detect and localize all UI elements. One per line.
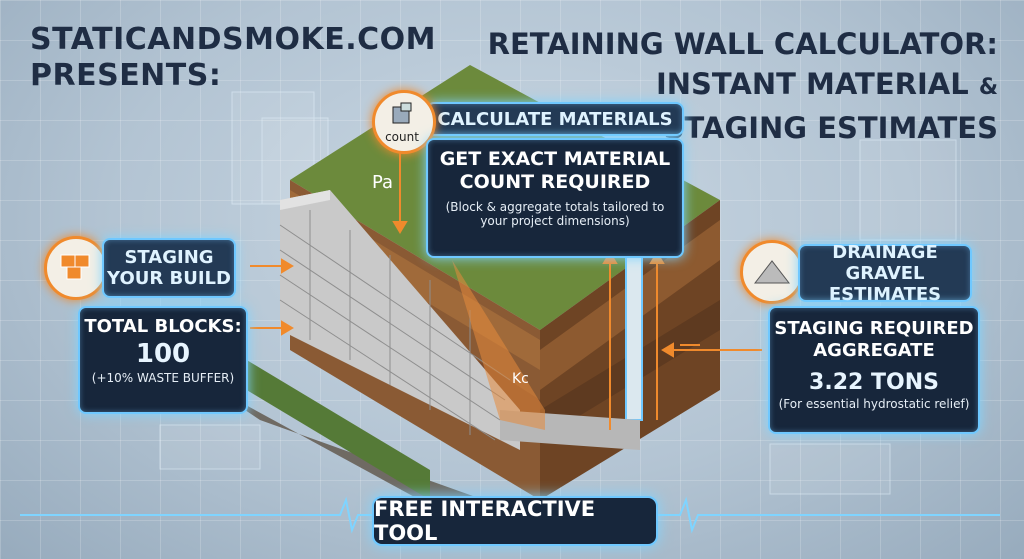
- aggregate-label-2: AGGREGATE: [813, 340, 935, 361]
- total-blocks-value: 100: [135, 339, 191, 369]
- drainage-gravel-header: DRAINAGE GRAVEL ESTIMATES: [798, 242, 972, 305]
- aggregate-label-1: STAGING REQUIRED: [774, 318, 974, 339]
- gravel-icon: [740, 240, 804, 304]
- title-line-2: INSTANT MATERIAL &: [655, 67, 998, 101]
- free-tool-button[interactable]: FREE INTERACTIVE TOOL: [372, 496, 658, 546]
- aggregate-panel: STAGING REQUIRED AGGREGATE 3.22 TONS (Fo…: [768, 306, 980, 434]
- count-icon-label: count: [385, 130, 419, 144]
- waste-buffer-note: (+10% WASTE BUFFER): [91, 371, 235, 385]
- staging-build-header: STAGING YOUR BUILD: [102, 238, 236, 298]
- site-name: STATICANDSMOKE.COM: [30, 22, 436, 57]
- material-count-note: (Block & aggregate totals tailored to yo…: [445, 200, 665, 228]
- kc-label: Kc: [512, 371, 529, 387]
- pa-label: Pa: [372, 172, 393, 193]
- hydrostatic-note: (For essential hydrostatic relief): [778, 397, 970, 411]
- count-icon: [372, 90, 436, 154]
- site-title: STATICANDSMOKE.COM PRESENTS:: [30, 22, 436, 94]
- material-count-title: GET EXACT MATERIAL COUNT REQUIRED: [439, 148, 671, 193]
- block-wall: [279, 190, 520, 450]
- total-blocks-panel: TOTAL BLOCKS: 100 (+10% WASTE BUFFER): [78, 306, 248, 414]
- page-title: RETAINING WALL CALCULATOR: INSTANT MATER…: [488, 24, 998, 148]
- free-tool-label: FREE INTERACTIVE TOOL: [374, 497, 596, 545]
- title-line-3: STAGING ESTIMATES: [663, 111, 998, 145]
- title-line-1: RETAINING WALL CALCULATOR:: [487, 27, 998, 61]
- pressure-wedge: [452, 260, 545, 430]
- blocks-icon: [44, 236, 108, 300]
- drainage-pipe: [625, 249, 643, 421]
- presents-label: PRESENTS:: [30, 58, 222, 93]
- aggregate-value: 3.22 TONS: [809, 370, 939, 395]
- calculate-materials-panel: GET EXACT MATERIAL COUNT REQUIRED (Block…: [426, 138, 684, 258]
- calculate-materials-header: CALCULATE MATERIALS: [426, 102, 684, 136]
- total-blocks-label: TOTAL BLOCKS:: [84, 316, 242, 337]
